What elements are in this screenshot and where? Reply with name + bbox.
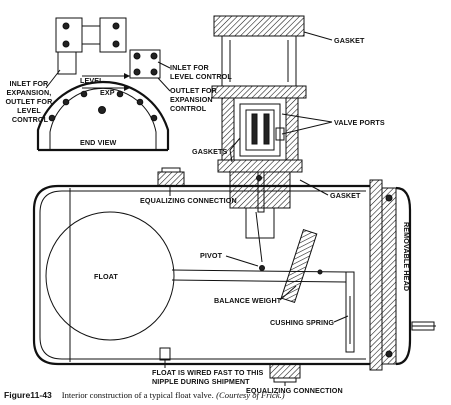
gasket-top-leader [303,31,333,41]
vessel-body [32,167,436,383]
outlet-expansion-label: OUTLET FOR EXPANSION CONTROL [170,86,219,113]
caption-text: Interior construction of a typical float… [61,390,214,400]
balance-weight-leader [279,285,297,301]
gaskets-label: GASKETS [192,147,228,156]
end-view-label: END VIEW [80,138,116,147]
valve-ports-leader-2 [281,121,333,135]
cushing-spring-leader [333,315,349,323]
pivot-label: PIVOT [200,251,223,260]
inlet-expansion-leader [45,69,61,89]
float-mechanism [45,211,355,353]
valve-ports-leader-1 [281,113,333,123]
removable-head-label: REMOVABLE HEAD [402,222,411,291]
gasket-right-label: GASKET [330,191,361,200]
level-label: LEVEL [80,76,104,85]
gasket-right-leader [299,179,329,196]
end-view-drawing [36,17,170,152]
gaskets-leader-1 [229,137,241,151]
equalizing-bottom-label: EQUALIZING CONNECTION [246,386,343,395]
equalizing-top-label: EQUALIZING CONNECTION [140,196,237,205]
float-wired-label: FLOAT IS WIRED FAST TO THIS NIPPLE DURIN… [152,368,266,386]
valve-housing [211,15,307,263]
caption-credit: (Courtesy of Frick.) [216,390,285,400]
float-ball [45,211,175,341]
inlet-level-label: INLET FOR LEVEL CONTROL [170,63,232,81]
pivot-leader [225,255,259,267]
gasket-top-label: GASKET [334,36,365,45]
float-label: FLOAT [94,272,118,281]
outlet-expansion-leader [157,77,171,92]
inlet-level-leader [157,61,171,69]
cushing-spring-label: CUSHING SPRING [270,318,334,327]
figure-caption: Figure11-43 Interior construction of a ty… [4,387,448,403]
gaskets-leader-2 [229,149,233,163]
inlet-expansion-label: INLET FOR EXPANSION, OUTLET FOR LEVEL CO… [5,79,54,124]
exp-label: EXP [100,88,115,97]
balance-weight-label: BALANCE WEIGHT [214,296,282,305]
figure-number: Figure11-43 [4,390,52,400]
valve-ports-label: VALVE PORTS [334,118,385,127]
